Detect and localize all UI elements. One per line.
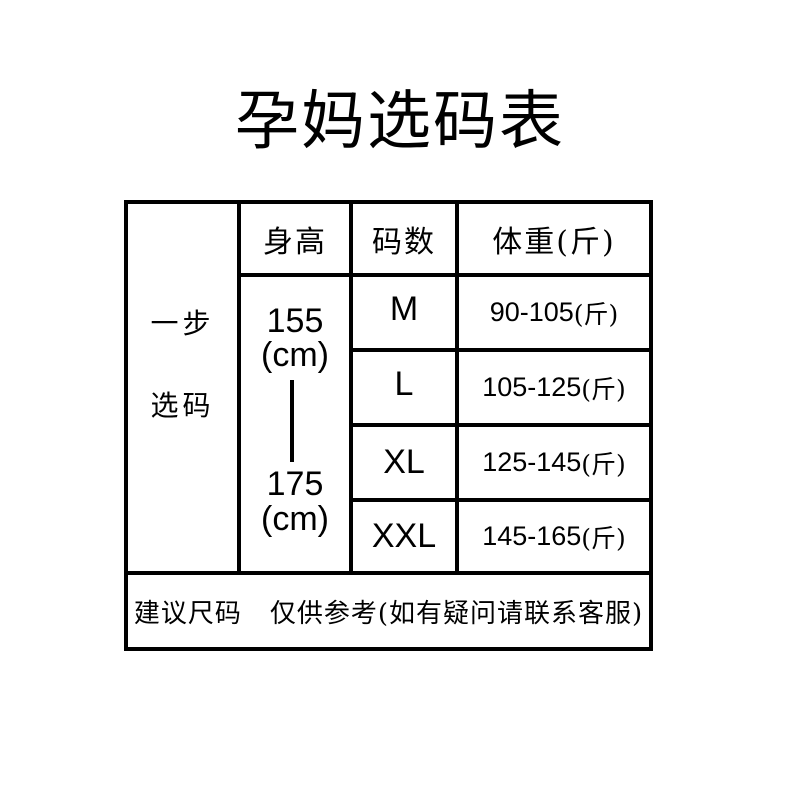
side-label-line1: 一步 bbox=[150, 307, 215, 340]
weight-unit: (斤) bbox=[581, 374, 626, 404]
weight-cell-xxl: 145-165(斤) bbox=[459, 502, 649, 571]
weight-cell-xl: 125-145(斤) bbox=[459, 427, 649, 498]
height-to-value: 175 bbox=[266, 465, 324, 503]
height-from-unit: (cm) bbox=[261, 336, 329, 374]
side-label-line2: 选码 bbox=[150, 389, 215, 422]
column-divider-3 bbox=[455, 200, 459, 574]
row-divider-2 bbox=[349, 423, 653, 427]
page-title: 孕妈选码表 bbox=[235, 85, 565, 159]
weight-unit: (斤) bbox=[581, 523, 626, 553]
size-cell-xl: XL bbox=[383, 443, 425, 481]
weight-range: 125-145 bbox=[482, 447, 582, 477]
weight-range: 145-165 bbox=[482, 521, 582, 551]
header-weight: 体重(斤) bbox=[492, 224, 616, 260]
weight-cell-m: 90-105(斤) bbox=[459, 277, 649, 348]
weight-unit: (斤) bbox=[573, 299, 619, 329]
size-cell-l: L bbox=[394, 365, 414, 403]
size-cell-m: M bbox=[389, 290, 419, 328]
weight-cell-l: 105-125(斤) bbox=[459, 352, 649, 423]
height-range-connector bbox=[290, 380, 294, 462]
table-border-bottom bbox=[124, 647, 653, 651]
table-border-top bbox=[124, 200, 653, 204]
weight-range: 90-105 bbox=[489, 297, 574, 327]
row-divider-3 bbox=[349, 498, 653, 502]
footer-note-left: 建议尺码 bbox=[133, 598, 242, 629]
footer-note-right: 仅供参考(如有疑问请联系客服) bbox=[269, 598, 644, 629]
header-size: 码数 bbox=[372, 224, 436, 260]
size-cell-xxl: XXL bbox=[371, 517, 437, 555]
height-to-unit: (cm) bbox=[261, 500, 329, 538]
header-divider bbox=[237, 273, 653, 277]
row-divider-1 bbox=[349, 348, 653, 352]
footer-note: 建议尺码仅供参考(如有疑问请联系客服) bbox=[128, 575, 649, 647]
column-divider-1 bbox=[237, 200, 241, 574]
table-border-left bbox=[124, 200, 128, 651]
weight-unit: (斤) bbox=[581, 449, 626, 479]
column-divider-2 bbox=[349, 200, 353, 574]
header-height: 身高 bbox=[263, 224, 327, 260]
height-from-value: 155 bbox=[266, 302, 324, 340]
weight-range: 105-125 bbox=[482, 372, 582, 402]
footer-divider bbox=[124, 571, 653, 575]
